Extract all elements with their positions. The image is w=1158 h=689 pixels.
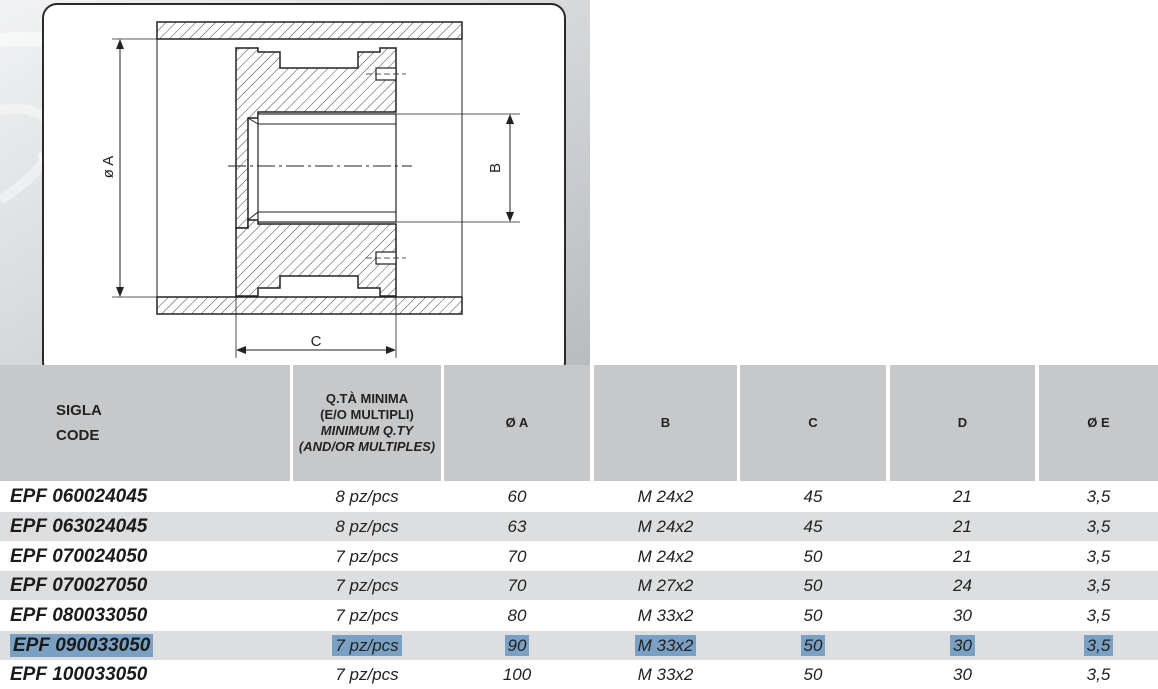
cell-d: 21: [953, 547, 972, 566]
cell-d: 30: [953, 665, 972, 684]
cell-e: 3,5: [1086, 576, 1111, 595]
table-row-selected[interactable]: EPF 090033050 7 pz/pcs 90 M 33x2 50 30 3…: [0, 631, 1158, 660]
cell-e: 3,5: [1039, 631, 1158, 660]
header-sigla-code: SIGLA CODE: [0, 365, 290, 481]
cell-a: 70: [507, 576, 527, 595]
table-row[interactable]: EPF 100033050 7 pz/pcs 100 M 33x2 50 30 …: [0, 660, 1158, 689]
cell-d: 30: [953, 606, 972, 625]
header-c: C: [740, 365, 886, 481]
dimension-b-label: B: [487, 163, 504, 173]
cell-b: M 33x2: [637, 665, 694, 684]
cell-code: EPF 063024045: [10, 516, 148, 537]
cell-a: 80: [507, 606, 527, 625]
selected-code: EPF 090033050: [10, 634, 154, 657]
piston-upper: [235, 47, 397, 229]
cell-c: 50: [803, 665, 823, 684]
cell-code: EPF 100033050: [10, 664, 148, 685]
sleeve-bottom: [156, 296, 463, 315]
table-row[interactable]: EPF 070024050 7 pz/pcs 70 M 24x2 50 21 3…: [0, 542, 1158, 571]
cell-a: 60: [507, 487, 527, 506]
dimension-c-label: C: [311, 333, 322, 350]
cell-b: M 24x2: [637, 547, 694, 566]
selected-e: 3,5: [1083, 635, 1114, 656]
cell-code: EPF 070024050: [10, 546, 148, 567]
cell-c: 45: [803, 487, 823, 506]
cell-qty: 7 pz/pcs: [335, 665, 399, 684]
header-a: Ø A: [444, 365, 590, 481]
cell-qty: 8 pz/pcs: [335, 517, 399, 536]
header-qty-en-1: MINIMUM Q.TY: [320, 423, 414, 438]
header-b: B: [594, 365, 737, 481]
cell-d: 21: [953, 517, 972, 536]
cell-qty: 7 pz/pcs: [335, 576, 399, 595]
header-qty-it-1: Q.TÀ MINIMA: [325, 391, 409, 406]
cell-qty: 8 pz/pcs: [335, 487, 399, 506]
cell-code: EPF 090033050: [0, 631, 290, 660]
header-qty-it-2: (E/O MULTIPLI): [320, 407, 414, 422]
cell-code: EPF 080033050: [10, 605, 148, 626]
dimension-a-label: ø A: [100, 156, 117, 179]
cell-e: 3,5: [1086, 547, 1111, 566]
header-qty-en-2: (AND/OR MULTIPLES): [298, 439, 436, 454]
selected-c: 50: [800, 635, 826, 656]
cell-b: M 27x2: [637, 576, 694, 595]
table-row[interactable]: EPF 080033050 7 pz/pcs 80 M 33x2 50 30 3…: [0, 601, 1158, 630]
cell-b: M 24x2: [637, 487, 694, 506]
header-min-qty: Q.TÀ MINIMA (E/O MULTIPLI) MINIMUM Q.TY …: [293, 365, 441, 481]
cell-b: M 33x2: [637, 606, 694, 625]
cell-b: M 24x2: [637, 517, 694, 536]
cell-e: 3,5: [1086, 517, 1111, 536]
cell-c: 50: [803, 547, 823, 566]
cell-code: EPF 070027050: [10, 575, 148, 596]
table-row[interactable]: EPF 063024045 8 pz/pcs 63 M 24x2 45 21 3…: [0, 512, 1158, 541]
cell-d: 30: [890, 631, 1035, 660]
selected-d: 30: [950, 635, 975, 656]
selected-qty: 7 pz/pcs: [332, 635, 402, 656]
cell-d: 24: [953, 576, 972, 595]
cell-qty: 7 pz/pcs: [335, 547, 399, 566]
cell-b: M 33x2: [594, 631, 737, 660]
header-d: D: [890, 365, 1035, 481]
table-row[interactable]: EPF 060024045 8 pz/pcs 60 M 24x2 45 21 3…: [0, 482, 1158, 511]
cell-e: 3,5: [1086, 487, 1111, 506]
header-sigla: SIGLA: [56, 402, 102, 419]
cell-code: EPF 060024045: [10, 486, 148, 507]
cell-c: 50: [803, 606, 823, 625]
selected-a: 90: [504, 635, 530, 656]
cell-c: 50: [803, 576, 823, 595]
cell-e: 3,5: [1086, 606, 1111, 625]
selected-b: M 33x2: [634, 635, 697, 656]
sleeve-top: [156, 21, 463, 40]
cell-a: 90: [444, 631, 590, 660]
piston-lower: [235, 219, 397, 297]
cell-c: 50: [740, 631, 886, 660]
header-code: CODE: [56, 427, 100, 444]
cell-c: 45: [803, 517, 823, 536]
thread-bore: [257, 113, 397, 223]
cell-d: 21: [953, 487, 972, 506]
technical-drawing: ø A B C: [0, 0, 590, 365]
cell-a: 100: [502, 665, 532, 684]
cell-a: 70: [507, 547, 527, 566]
cell-a: 63: [507, 517, 527, 536]
cell-e: 3,5: [1086, 665, 1111, 684]
header-e: Ø E: [1039, 365, 1158, 481]
cell-qty: 7 pz/pcs: [335, 606, 399, 625]
spec-table: SIGLA CODE Q.TÀ MINIMA (E/O MULTIPLI) MI…: [0, 365, 1158, 688]
table-row[interactable]: EPF 070027050 7 pz/pcs 70 M 27x2 50 24 3…: [0, 571, 1158, 600]
cell-qty: 7 pz/pcs: [293, 631, 441, 660]
drawing-svg: ø A B C: [0, 0, 590, 365]
